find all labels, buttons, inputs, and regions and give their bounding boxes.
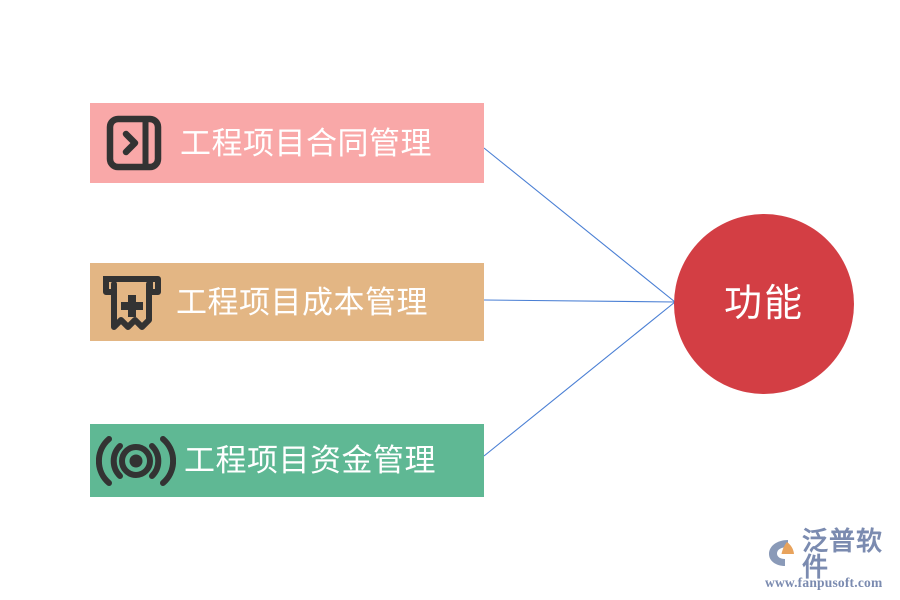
brand-name: 泛普软件 <box>802 526 884 582</box>
feature-bar-fund[interactable]: 工程项目资金管理 <box>90 424 484 497</box>
hub-label: 功能 <box>723 283 804 325</box>
fanpu-g-mark-icon <box>764 536 798 573</box>
brand-url: www.fanpusoft.com <box>765 575 883 590</box>
book-sidebar-chevron-icon <box>102 111 166 175</box>
feature-label-fund: 工程项目资金管理 <box>184 443 436 478</box>
hub-circle-function[interactable]: 功能 <box>674 214 854 394</box>
feature-label-cost: 工程项目成本管理 <box>176 284 428 320</box>
feature-bar-cost[interactable]: 工程项目成本管理 <box>90 263 484 341</box>
brand-watermark: 泛普软件 www.fanpusoft.com <box>764 528 896 594</box>
connector-cost-to-hub <box>483 299 676 303</box>
feature-bar-contract[interactable]: 工程项目合同管理 <box>90 103 484 183</box>
connector-fund-to-hub <box>483 301 676 457</box>
broadcast-signal-icon <box>96 431 176 491</box>
feature-label-contract: 工程项目合同管理 <box>180 125 432 161</box>
brand-row: 泛普软件 <box>764 528 896 580</box>
connector-contract-to-hub <box>483 147 676 303</box>
receipt-plus-icon <box>100 270 164 334</box>
